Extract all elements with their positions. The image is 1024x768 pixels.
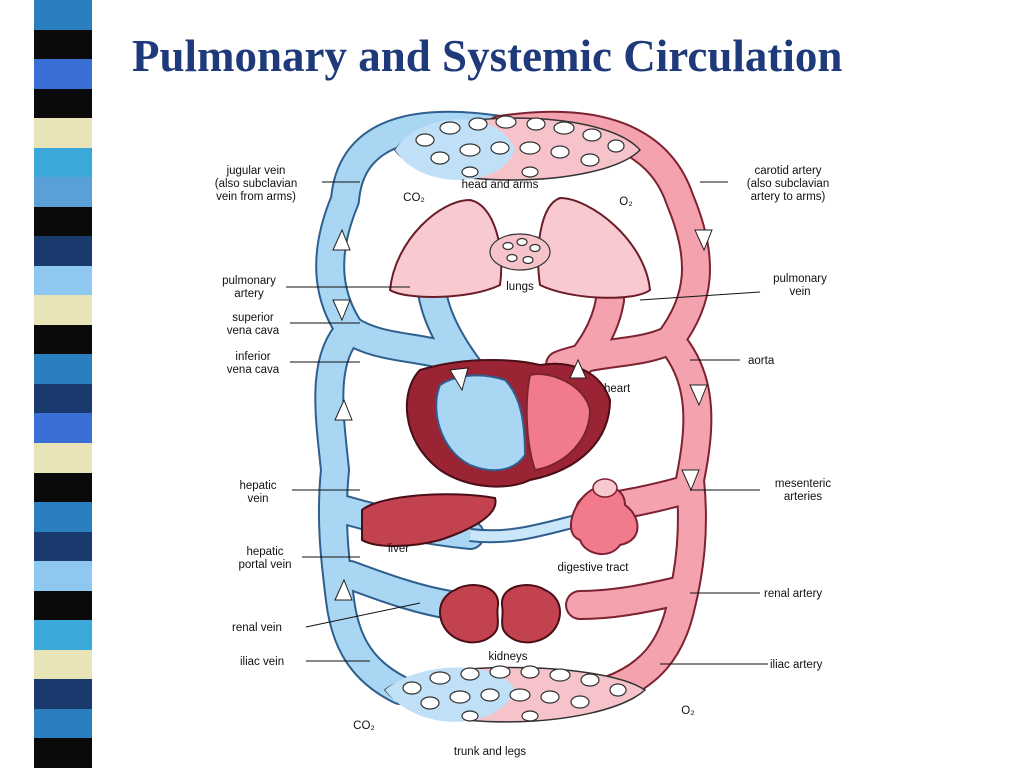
svg-text:artery to arms): artery to arms) (751, 191, 826, 203)
digestive-tract (570, 478, 639, 555)
stripe-segment (34, 413, 92, 443)
svg-text:mesenteric: mesenteric (775, 478, 831, 490)
flow-arrows (332, 228, 713, 601)
label-pulmonary-artery: pulmonary artery (222, 275, 276, 300)
stripe-segment (34, 177, 92, 207)
svg-text:pulmonary: pulmonary (773, 273, 827, 285)
label-digestive-tract: digestive tract (558, 562, 630, 574)
label-mesenteric-arteries: mesenteric arteries (775, 478, 831, 503)
svg-text:artery: artery (234, 288, 264, 300)
label-pulmonary-vein: pulmonary vein (773, 273, 827, 298)
label-o2-bottom: O₂ (681, 705, 694, 717)
label-aorta: aorta (748, 355, 775, 367)
stripe-segment (34, 679, 92, 709)
stripe-segment (34, 649, 92, 680)
liver (361, 493, 497, 547)
label-renal-vein: renal vein (232, 622, 282, 634)
svg-text:hepatic: hepatic (239, 480, 276, 492)
svg-text:vena cava: vena cava (227, 325, 280, 337)
stripe-segment (34, 472, 92, 503)
stripe-segment (34, 502, 92, 532)
svg-text:portal vein: portal vein (238, 559, 291, 571)
svg-text:vena cava: vena cava (227, 364, 280, 376)
heart (405, 359, 612, 488)
svg-text:carotid artery: carotid artery (754, 165, 821, 177)
svg-text:(also subclavian: (also subclavian (747, 178, 829, 190)
label-kidneys: kidneys (489, 651, 528, 663)
label-co2-top: CO₂ (403, 192, 425, 204)
stripe-segment (34, 590, 92, 621)
label-hepatic-portal-vein: hepatic portal vein (238, 546, 291, 571)
svg-text:inferior: inferior (235, 351, 270, 363)
label-o2-top: O₂ (619, 196, 632, 208)
stripe-segment (34, 0, 92, 30)
label-iliac-vein: iliac vein (240, 656, 284, 668)
stripe-segment (34, 88, 92, 119)
svg-text:superior: superior (232, 312, 274, 324)
label-heart: heart (604, 383, 631, 395)
svg-text:(also subclavian: (also subclavian (215, 178, 297, 190)
stripe-segment (34, 708, 92, 739)
stripe-segment (34, 620, 92, 650)
stripe-segment (34, 147, 92, 178)
label-head-and-arms: head and arms (462, 179, 539, 191)
circulation-diagram: jugular vein (also subclavian vein from … (215, 110, 831, 758)
svg-text:vein from arms): vein from arms) (216, 191, 296, 203)
stripe-segment (34, 561, 92, 591)
slide-title: Pulmonary and Systemic Circulation (132, 31, 843, 81)
svg-text:jugular vein: jugular vein (226, 165, 286, 177)
stripe-segment (34, 738, 92, 768)
legs-capillary-bed (383, 665, 647, 723)
label-trunk-and-legs: trunk and legs (454, 746, 526, 758)
leader-lines (286, 181, 768, 665)
stripe-segment (34, 59, 92, 89)
stripe-segment (34, 295, 92, 325)
stripe-segment (34, 383, 92, 414)
svg-text:arteries: arteries (784, 491, 823, 503)
stripe-segment (34, 206, 92, 237)
svg-text:vein: vein (789, 286, 810, 298)
label-iliac-artery: iliac artery (770, 659, 823, 671)
kidneys (438, 584, 562, 644)
venous-vessels (314, 110, 515, 705)
stripe-segment (34, 29, 92, 60)
stripe-segment (34, 354, 92, 384)
stripe-segment (34, 236, 92, 266)
svg-text:pulmonary: pulmonary (222, 275, 276, 287)
label-lungs: lungs (506, 281, 534, 293)
stripe-segment (34, 118, 92, 148)
label-renal-artery: renal artery (764, 588, 822, 600)
label-hepatic-vein: hepatic vein (239, 480, 276, 505)
label-co2-bottom: CO₂ (353, 720, 375, 732)
decorative-stripe-bar (34, 0, 92, 768)
label-liver: liver (388, 543, 409, 555)
lungs (388, 196, 652, 299)
label-jugular-vein: jugular vein (also subclavian vein from … (215, 165, 297, 203)
stripe-segment (34, 531, 92, 562)
label-carotid-artery: carotid artery (also subclavian artery t… (747, 165, 829, 203)
label-inferior-vena-cava: inferior vena cava (227, 351, 280, 376)
label-superior-vena-cava: superior vena cava (227, 312, 280, 337)
stripe-segment (34, 442, 92, 473)
svg-text:hepatic: hepatic (246, 546, 283, 558)
svg-text:vein: vein (247, 493, 268, 505)
stripe-segment (34, 324, 92, 355)
stripe-segment (34, 265, 92, 296)
head-capillary-bed (394, 115, 642, 181)
